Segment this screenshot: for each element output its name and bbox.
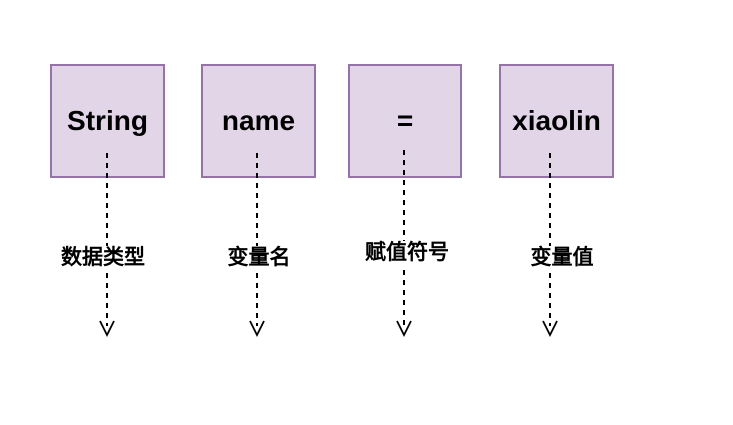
box-assignment-symbol-text: = (396, 105, 414, 136)
box-assignment-symbol: = (348, 64, 462, 178)
box-variable-name-text: name (221, 105, 296, 136)
label-variable-value: 变量值 (528, 246, 596, 271)
dashed-arrow-data-type (99, 153, 115, 338)
dashed-arrow-variable-name (249, 153, 265, 338)
box-data-type: String (50, 64, 165, 178)
box-variable-value: xiaolin (499, 64, 614, 178)
label-variable-name: 变量名 (225, 246, 293, 271)
box-variable-name: name (201, 64, 316, 178)
box-data-type-text: String (67, 105, 148, 136)
label-data-type: 数据类型 (59, 246, 147, 271)
box-variable-value-text: xiaolin (512, 105, 601, 136)
label-assignment-symbol: 赋值符号 (363, 241, 451, 266)
dashed-arrow-variable-value (542, 153, 558, 338)
